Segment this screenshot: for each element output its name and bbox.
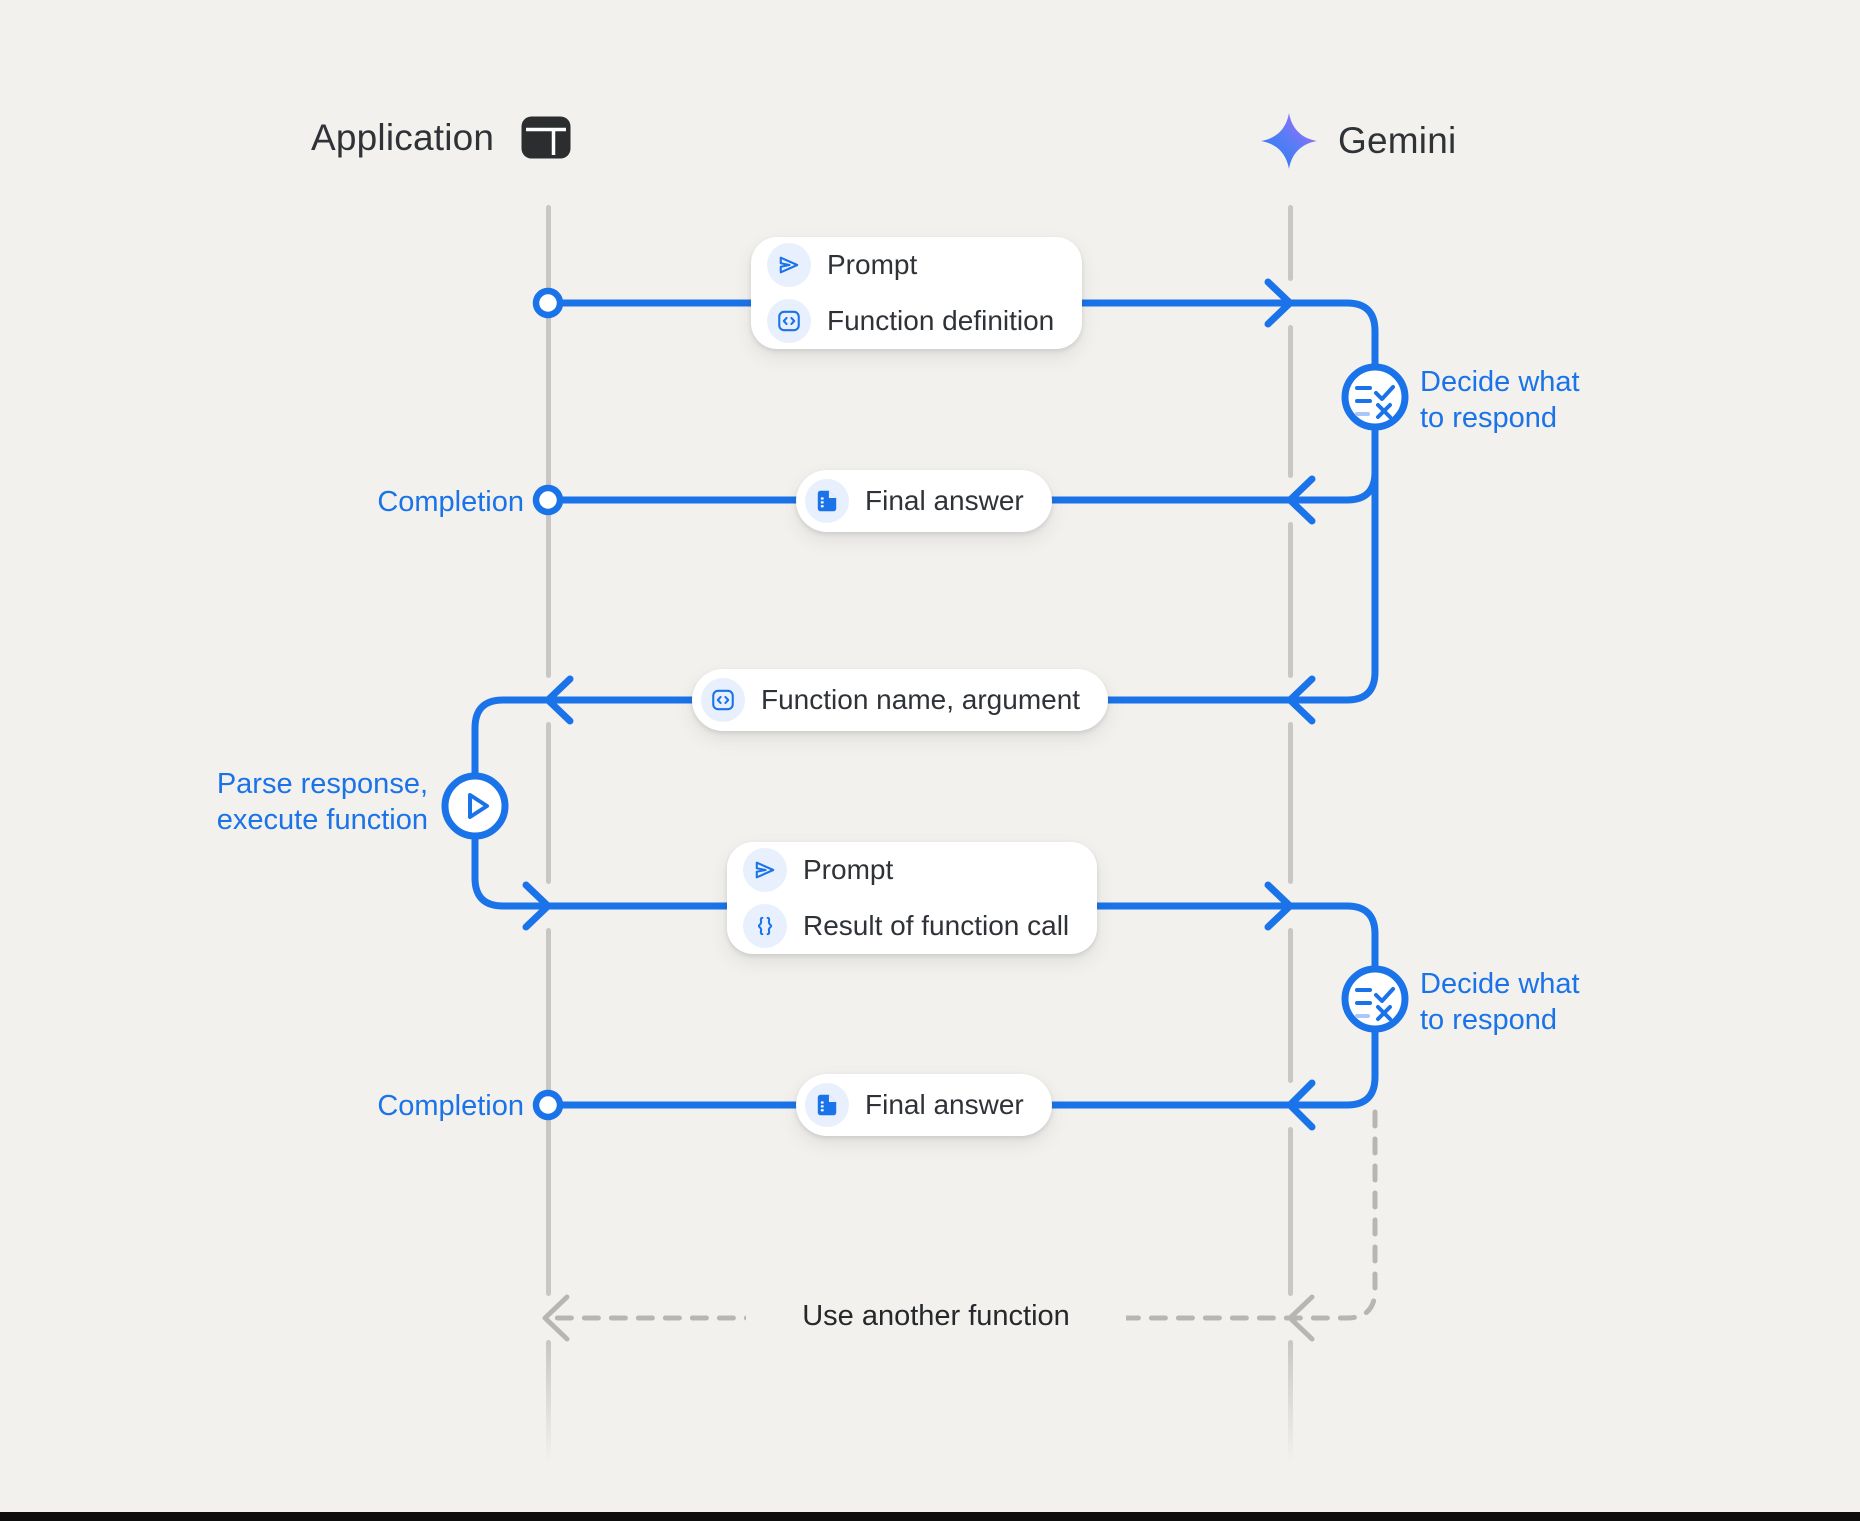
fact-check-icon [1355,987,1395,1021]
send-icon [767,243,811,287]
end-dot [532,1089,564,1121]
final-answer-label: Final answer [865,485,1024,516]
application-actor: Application [311,115,572,160]
arrowhead-left-icon [1286,675,1316,725]
code-icon [767,299,811,343]
gemini-lifeline [1288,928,1293,1083]
application-lifeline [546,205,551,678]
completion-note: Completion [300,1088,524,1124]
arrowhead-left-icon [1287,1294,1315,1342]
gemini-sparkle-icon [1260,112,1318,170]
final1-return-line [556,468,1379,504]
note-line: to respond [1420,1004,1558,1036]
function-definition-row: Function definition [767,299,1054,343]
prompt-row: Prompt [767,243,1054,287]
application-lifeline [546,1340,551,1462]
prompt-label: Prompt [803,854,894,885]
send-icon [743,848,787,892]
decide-what-to-respond-note: Decide what to respond [1420,364,1580,436]
gemini-lifeline [1288,205,1293,281]
application-lifeline [546,722,551,884]
function-result-row: Result of function call [743,904,1069,948]
arrowhead-left-icon [1286,1079,1316,1131]
loopback-dashed-line [553,1109,1378,1321]
function-name-argument-pill: Function name, argument [692,669,1109,731]
final-answer-pill: Final answer [796,1074,1052,1136]
prompt1-arrow-line [556,299,1379,371]
arrowhead-left-icon [1286,475,1316,525]
arrowhead-left-icon [542,1294,570,1342]
decide-what-to-respond-note: Decide what to respond [1420,966,1580,1038]
function-result-label: Result of function call [803,910,1070,941]
start-dot [532,287,564,319]
gemini-lifeline [1288,722,1293,884]
message-box-prompt-function-definition: Prompt Function definition [751,237,1083,349]
completion-note: Completion [300,484,524,520]
arrowhead-right-icon [1264,278,1294,328]
app-window-icon [520,115,572,160]
message-box-prompt-function-result: Prompt Result of function call [727,842,1098,954]
document-icon [805,1083,849,1127]
note-line: to respond [1420,402,1558,434]
completion-label: Completion [377,486,524,518]
final-answer-pill: Final answer [796,470,1052,532]
gemini-actor: Gemini [1260,112,1456,170]
decide-node-1 [1341,363,1409,431]
braces-icon [743,904,787,948]
decide-node-2 [1341,965,1409,1033]
arrowhead-left-icon [544,675,574,725]
parse-response-note: Parse response, execute function [160,766,428,838]
gemini-lifeline [1288,1340,1293,1462]
prompt-label: Prompt [827,249,918,280]
final-answer-label: Final answer [865,1089,1024,1120]
loopback-text: Use another function [802,1300,1070,1332]
end-dot [532,484,564,516]
bottom-edge-bar [0,1512,1860,1521]
gemini-label: Gemini [1338,120,1457,161]
gemini-lifeline [1288,325,1293,478]
fact-check-icon [1355,385,1395,419]
note-line: execute function [216,804,428,836]
application-label: Application [311,116,495,158]
execute-node [441,772,509,840]
note-line: Parse response, [216,768,428,800]
note-line: Decide what [1420,366,1580,398]
function-definition-label: Function definition [827,305,1055,336]
prompt-row: Prompt [743,848,1069,892]
gemini-lifeline [1288,1127,1293,1296]
completion-label: Completion [377,1090,524,1122]
note-line: Decide what [1420,968,1580,1000]
code-icon [701,678,745,722]
function-name-argument-label: Function name, argument [761,684,1081,715]
arrowhead-right-icon [522,881,552,931]
play-icon [468,793,489,819]
arrowhead-right-icon [1264,881,1294,931]
final2-return-line [556,1025,1379,1109]
document-icon [805,479,849,523]
gemini-lifeline [1288,522,1293,678]
use-another-function-label: Use another function [746,1296,1126,1337]
